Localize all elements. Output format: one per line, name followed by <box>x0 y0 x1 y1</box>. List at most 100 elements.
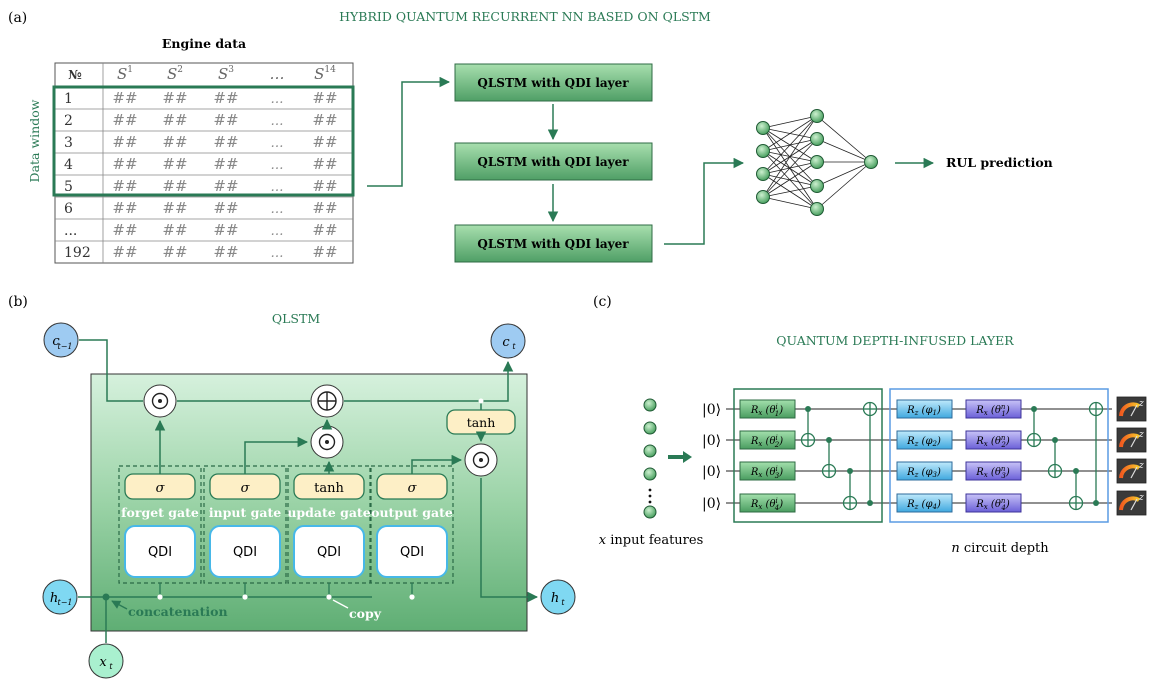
measurement-needle-2 <box>1130 435 1138 448</box>
ket-zero-4: |0⟩ <box>702 496 721 512</box>
input-feature-node <box>643 444 657 458</box>
rx-theta-n-gate-4 <box>965 493 1022 513</box>
input-feature-node <box>643 467 657 481</box>
nn-neuron <box>756 167 770 181</box>
table-cell: ## <box>112 133 137 151</box>
gate-branch-dot-1 <box>157 594 163 600</box>
svg-text:t: t <box>561 598 565 607</box>
rx-theta-i-gate-1 <box>739 399 796 419</box>
measurement-needle-1 <box>1130 404 1138 417</box>
table-cell-ellipsis: … <box>271 202 284 217</box>
measurement-basis-4: z <box>1138 493 1144 503</box>
nn-edge <box>816 138 872 163</box>
gate-branch-dot-2 <box>242 594 248 600</box>
table-title: Engine data <box>162 36 246 51</box>
gate-activation-label-1: σ <box>156 481 166 496</box>
nn-edge <box>762 138 818 198</box>
rz-phi-gate-3 <box>896 461 953 481</box>
rx-theta-i-gate-3 <box>739 461 796 481</box>
gate-activation-label-2: σ <box>241 481 251 496</box>
neural-network <box>756 109 878 216</box>
gate-name-1: forget gate <box>121 505 199 520</box>
qdi-box-1 <box>124 525 196 578</box>
rx-theta-i-gate-4 <box>739 493 796 513</box>
cnot-control <box>867 500 873 506</box>
table-cell: ## <box>112 89 137 107</box>
table-cell: ## <box>162 155 187 173</box>
svg-text:c: c <box>502 335 510 350</box>
ellipsis-dot <box>648 500 652 504</box>
qdi-box-4 <box>376 525 448 578</box>
table-cell-ellipsis: … <box>271 180 284 195</box>
gate-activation-label-4: σ <box>408 481 418 496</box>
rz-phi-gate-2 <box>896 430 953 450</box>
measurement-basis-1: z <box>1138 399 1144 409</box>
qlstm-stack: QLSTM with QDI layer QLSTM with QDI laye… <box>454 63 653 263</box>
table-header-sup: 2 <box>177 65 183 75</box>
rx-theta-n-gate-1 <box>965 399 1022 419</box>
nn-edge <box>816 161 872 210</box>
input-feature-nodes <box>643 398 657 519</box>
c-t-node: c t <box>490 323 526 359</box>
table-header-sup: 14 <box>324 65 336 75</box>
qlstm-block-2 <box>454 142 653 181</box>
nn-neuron <box>810 155 824 169</box>
rz-phi-gate-4 <box>896 493 953 513</box>
svg-text:x: x <box>99 655 107 670</box>
table-row-id: 6 <box>64 201 73 217</box>
h-t-node: h t <box>540 579 576 615</box>
gate-name-3: update gate <box>287 505 370 520</box>
panel-a-label: (a) <box>8 10 27 26</box>
cnot-control <box>1093 500 1099 506</box>
qlstm-block-3 <box>454 224 653 263</box>
table-cell: ## <box>162 177 187 195</box>
table-cell: ## <box>213 111 238 129</box>
table-cell: ## <box>213 199 238 217</box>
nn-edge <box>762 173 818 187</box>
concat-pointer <box>111 600 128 610</box>
nn-neuron <box>864 155 878 169</box>
table-cell-ellipsis: … <box>271 246 284 261</box>
concat-point <box>102 593 110 601</box>
cnot-control <box>847 468 853 474</box>
qdi-label-4: QDI <box>400 545 424 560</box>
panel-c-title: QUANTUM DEPTH-INFUSED LAYER <box>776 333 1014 348</box>
table-cell: ## <box>213 177 238 195</box>
panel-c-label: (c) <box>593 294 612 310</box>
ellipsis-dot <box>648 488 652 492</box>
qlstm-block-1 <box>454 63 653 102</box>
svg-text:t−1: t−1 <box>57 342 72 351</box>
nn-neuron <box>756 190 770 204</box>
table-cell: ## <box>112 199 137 217</box>
table-row-id: 192 <box>64 245 91 261</box>
nn-neuron <box>810 202 824 216</box>
svg-text:t−1: t−1 <box>57 598 72 607</box>
nn-neuron <box>810 179 824 193</box>
table-cell: ## <box>162 111 187 129</box>
qdi-box-3 <box>293 525 365 578</box>
gate-branch-dot-3 <box>326 594 332 600</box>
table-row-id: 2 <box>64 113 73 129</box>
table-cell: ## <box>112 243 137 261</box>
concatenation-label: concatenation <box>128 604 228 619</box>
encoding-block-frame <box>733 388 883 523</box>
cnot-control <box>805 406 811 412</box>
rz-phi-gate-1 <box>896 399 953 419</box>
gate-activation-label-3: tanh <box>314 481 344 496</box>
measurement-basis-2: z <box>1138 430 1144 440</box>
data-window-label: Data window <box>27 99 42 182</box>
qlstm-block-3-label: QLSTM with QDI layer <box>477 237 629 251</box>
update-multiply-op <box>310 425 344 459</box>
table-row-id: 5 <box>64 179 73 195</box>
c-prev-node: c t−1 <box>43 322 79 358</box>
copy-pointer <box>332 599 349 609</box>
measurement-needle-4 <box>1130 498 1138 511</box>
ket-zero-3: |0⟩ <box>702 464 721 480</box>
ket-zero-2: |0⟩ <box>702 433 721 449</box>
qdi-box-2 <box>209 525 281 578</box>
